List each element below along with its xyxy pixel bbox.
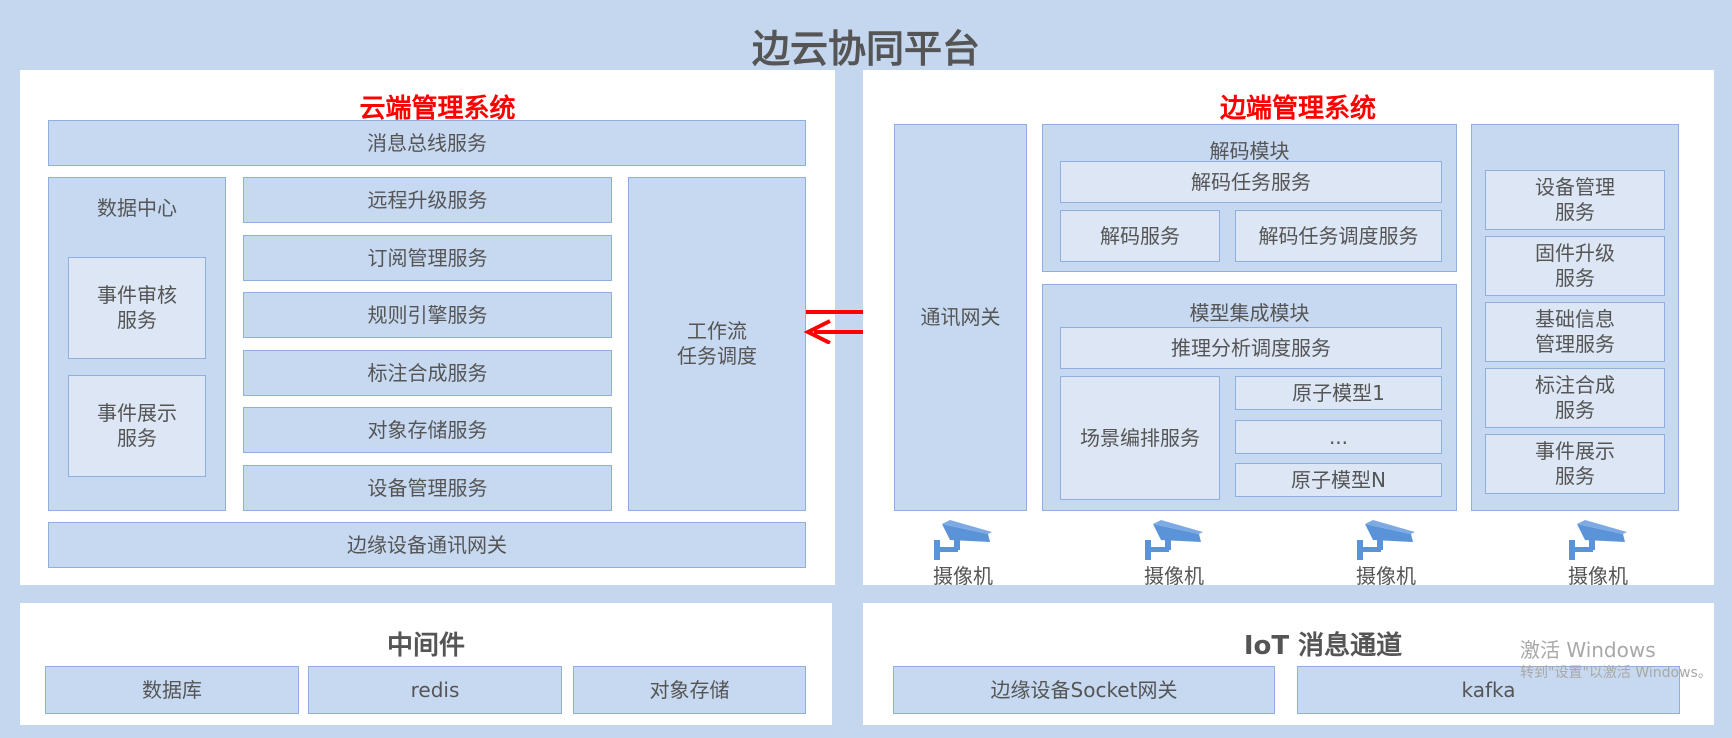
redis-box: redis [308,666,562,714]
camera-label: 摄像机 [1568,564,1628,588]
event-display-service: 事件展示 服务 [68,375,206,477]
atomic-model-n: 原子模型N [1235,463,1442,497]
subscription-management-service: 订阅管理服务 [243,235,612,281]
communication-gateway: 通讯网关 [894,124,1027,511]
decode-task-scheduler-service: 解码任务调度服务 [1235,210,1442,262]
camera-3: 摄像机 [1341,518,1431,589]
device-management-service: 设备管理服务 [243,465,612,511]
inference-scheduling-service: 推理分析调度服务 [1060,327,1442,369]
camera-label: 摄像机 [1356,564,1416,588]
edge-device-comm-gateway: 边缘设备通讯网关 [48,522,806,568]
camera-label: 摄像机 [1144,564,1204,588]
decode-task-service: 解码任务服务 [1060,161,1442,203]
basic-info-management-service: 基础信息 管理服务 [1485,302,1665,362]
edge-device-management-service: 设备管理 服务 [1485,170,1665,230]
event-review-service: 事件审核 服务 [68,257,206,359]
camera-1: 摄像机 [918,518,1008,589]
middleware-title: 中间件 [386,631,465,661]
scene-orchestration-service: 场景编排服务 [1060,376,1220,500]
security-camera-icon [934,520,992,560]
object-storage-box: 对象存储 [573,666,806,714]
page-title: 边云协同平台 [751,27,980,71]
atomic-model-ellipsis: ... [1235,420,1442,454]
camera-2: 摄像机 [1129,518,1219,589]
camera-label: 摄像机 [933,564,993,588]
security-camera-icon [1569,520,1627,560]
security-camera-icon [1145,520,1203,560]
firmware-upgrade-service: 固件升级 服务 [1485,236,1665,296]
workflow-task-scheduler: 工作流 任务调度 [628,177,806,511]
rule-engine-service: 规则引擎服务 [243,292,612,338]
decode-service: 解码服务 [1060,210,1220,262]
edge-system-title: 边端管理系统 [1219,94,1376,124]
edge-event-display-service: 事件展示 服务 [1485,434,1665,494]
decode-module-title: 解码模块 [1209,139,1290,163]
object-storage-service: 对象存储服务 [243,407,612,453]
cloud-system-title: 云端管理系统 [359,94,516,124]
message-bus-service: 消息总线服务 [48,120,806,166]
windows-activation-watermark: 激活 Windows [1520,638,1656,662]
annotation-synthesis-service: 标注合成服务 [243,350,612,396]
data-center-title: 数据中心 [97,196,177,220]
remote-upgrade-service: 远程升级服务 [243,177,612,223]
iot-title: IoT 消息通道 [1243,631,1403,661]
database-box: 数据库 [45,666,299,714]
kafka-box: kafka [1297,666,1680,714]
socket-gateway-box: 边缘设备Socket网关 [893,666,1275,714]
atomic-model-1: 原子模型1 [1235,376,1442,410]
camera-4: 摄像机 [1553,518,1643,589]
windows-activation-hint: 转到"设置"以激活 Windows。 [1520,665,1712,681]
edge-annotation-synthesis-service: 标注合成 服务 [1485,368,1665,428]
security-camera-icon [1357,520,1415,560]
model-integration-title: 模型集成模块 [1189,301,1310,325]
